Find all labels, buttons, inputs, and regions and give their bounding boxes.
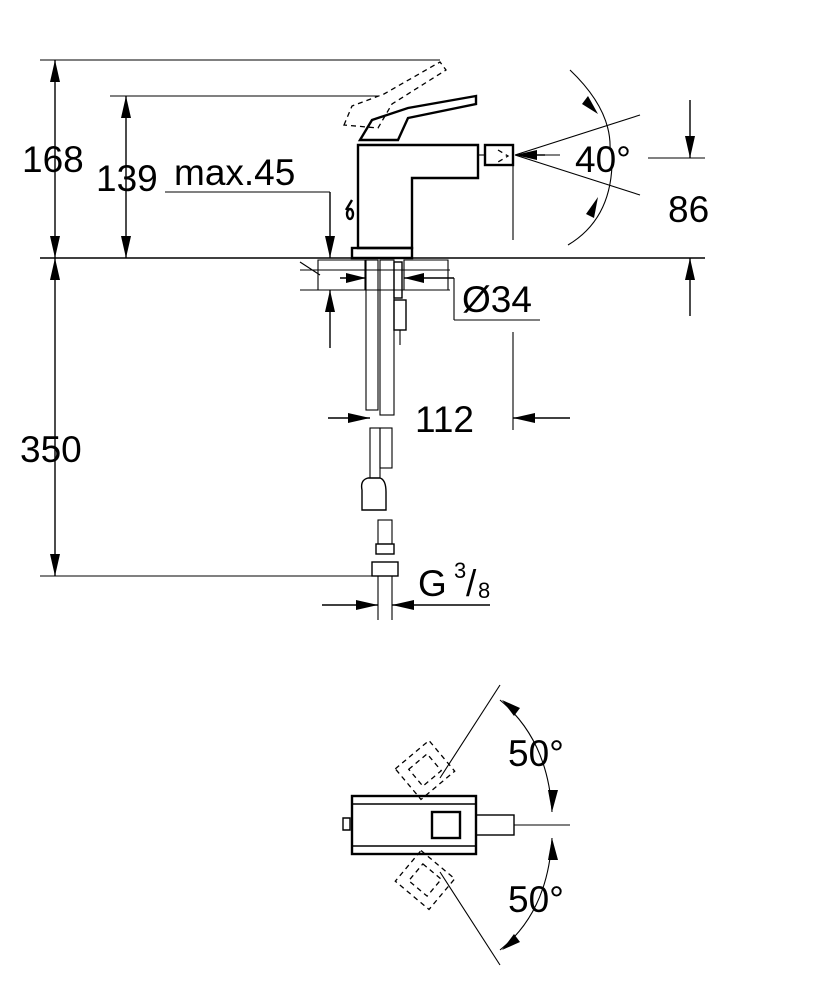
spout-angle-label: 40° [575, 139, 631, 180]
swivel-angle-lower-label: 50° [508, 879, 564, 920]
connection-thread-slash: / [466, 563, 477, 604]
side-view: 168 139 max.45 [20, 59, 709, 620]
mixer-body [343, 61, 515, 260]
lever-height-label: 139 [96, 158, 158, 199]
spout-height-label: 86 [668, 189, 709, 230]
overall-height-label: 168 [22, 139, 84, 180]
swivel-angle-upper-label: 50° [508, 733, 564, 774]
top-view: 50° 50° [342, 684, 570, 966]
connection-thread-numerator: 3 [454, 558, 466, 583]
connection-thread-label: G [418, 563, 447, 604]
hole-diameter-dimension [340, 273, 540, 321]
spout-height-dimension [685, 100, 695, 316]
overall-height-dimension [40, 59, 440, 258]
lever-height-dimension [110, 95, 378, 258]
spout-projection-dimension [328, 332, 570, 430]
swivel-lower-position [394, 849, 501, 966]
deck-thickness-label: max.45 [174, 152, 295, 193]
connection-thread-denominator: 8 [478, 578, 490, 603]
spout-angle-dimension [512, 69, 705, 246]
hose-length-label: 350 [20, 429, 82, 470]
swivel-upper-position [394, 684, 501, 801]
deck-thickness-dimension [165, 191, 335, 348]
hose-length-dimension [40, 258, 372, 577]
connection-thread-dimension [322, 600, 490, 610]
deck-section [299, 259, 450, 291]
swivel-angle-lower-dimension [499, 837, 558, 951]
hole-diameter-label: Ø34 [462, 279, 532, 320]
spout-projection-label: 112 [415, 399, 474, 440]
top-body [342, 794, 515, 856]
swivel-angle-upper-dimension [499, 699, 558, 813]
supply-hoses [360, 259, 407, 620]
